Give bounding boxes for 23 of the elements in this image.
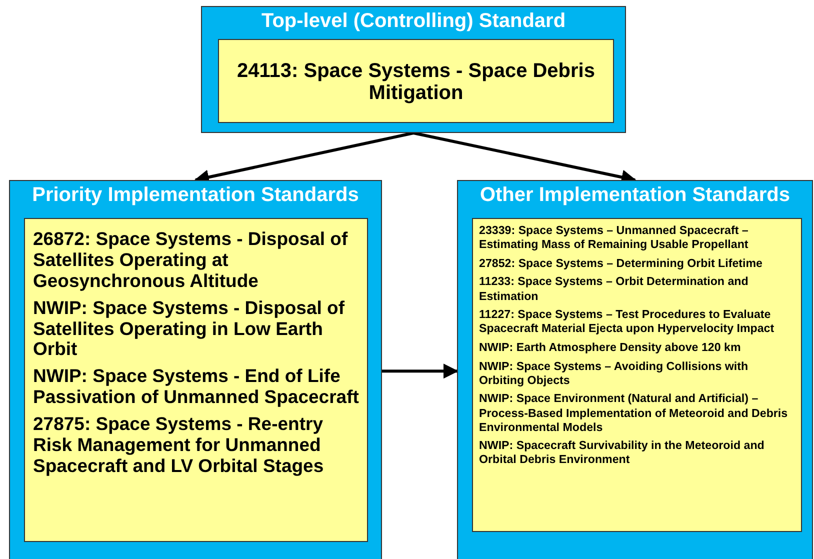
standard-title: NWIP: Space Systems - Disposal of Satellites Operating in Low Earth Orbit — [33, 298, 346, 360]
standard-title: NWIP: Space Systems - End of Life Passivation of Unmanned Spacecraft — [33, 366, 359, 408]
standard-panel — [201, 6, 626, 133]
arrow — [382, 364, 458, 379]
panel-heading: Other Implementation Standards — [478, 184, 792, 207]
standard-title: NWIP: Spacecraft Survivability in the Meteoroid and Orbital Debris Environment — [479, 439, 766, 468]
standard-title: NWIP: Space Systems – Avoiding Collisions with Orbiting Objects — [479, 360, 750, 388]
panel-heading: Priority Implementation Standards — [31, 184, 360, 207]
standard-title: 23339: Space Systems – Unmanned Spacecraft – Estimating Mass of Remaining Usable Propellant — [479, 224, 750, 252]
standard-title: 11227: Space Systems – Test Procedures to Evaluate Spacecraft Material Ejecta upon Hypervelocity Impact — [479, 308, 776, 336]
standard-title: 27875: Space Systems - Re-entry Risk Management for Unmanned Spacecraft and LV Orbital Stages — [33, 414, 325, 477]
standard-panel — [9, 180, 382, 559]
standard-title: NWIP: Space Environment (Natural and Artificial) – Process-Based Implementation of Meteoroid and Debris Environmental Models — [479, 392, 789, 435]
standard-title: 24113: Space Systems - Space Debris Mitigation — [236, 60, 596, 104]
standard-title: 11233: Space Systems – Orbit Determination and Estimation — [479, 275, 750, 304]
standard-title: NWIP: Earth Atmosphere Density above 120 km — [479, 340, 742, 356]
standard-list-box — [472, 218, 802, 532]
panel-heading: Top-level (Controlling) Standard — [260, 10, 567, 33]
standard-title: 27852: Space Systems – Determining Orbit Lifetime — [479, 256, 764, 271]
standard-box — [218, 39, 614, 123]
standard-panel — [457, 180, 813, 559]
standard-title: 26872: Space Systems - Disposal of Satellites Operating at Geosynchronous Altitude — [33, 229, 349, 292]
standard-list-box — [24, 218, 368, 542]
